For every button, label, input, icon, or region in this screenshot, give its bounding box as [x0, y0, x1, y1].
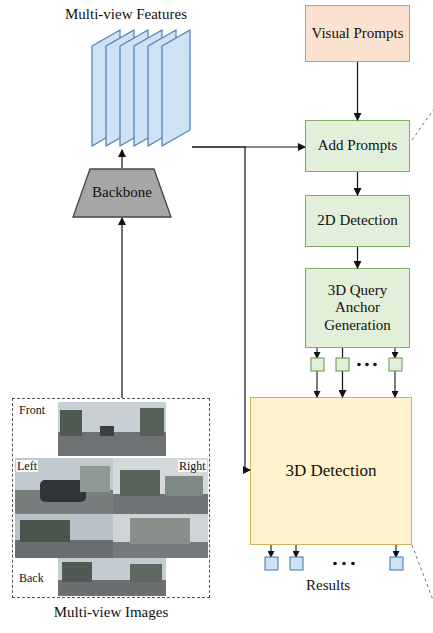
graphic-part [113, 542, 208, 558]
flow-arrow [357, 62, 358, 120]
graphic-part [60, 410, 82, 436]
graphic-part [311, 358, 324, 371]
graphic-part [80, 466, 110, 492]
heading-text: Multi-view Features [60, 6, 192, 23]
process-box: 3D Query Anchor Generation [305, 268, 410, 348]
zoom-line [412, 110, 433, 140]
photo-back-left [15, 514, 113, 558]
graphic-part [394, 348, 395, 358]
graphic-part [40, 480, 86, 502]
graphic-part [395, 545, 396, 557]
ellipsis-dots [357, 363, 377, 367]
view-label: Front [18, 404, 46, 416]
flow-arrow [121, 150, 122, 168]
graphic-part [373, 363, 377, 367]
graphic-part [390, 557, 403, 570]
graphic-part [130, 564, 162, 582]
graphic-part [62, 562, 92, 582]
output-label: Results [306, 578, 350, 593]
process-box: 2D Detection [305, 195, 410, 247]
query-tokens [317, 348, 395, 397]
photo-right [113, 458, 208, 514]
node-text: Visual Prompts [307, 25, 407, 42]
detection-box: 3D Detection [250, 397, 412, 545]
graphic-part [120, 470, 160, 496]
graphic-part [394, 371, 395, 397]
view-label: Back [18, 572, 45, 584]
graphic-part [316, 371, 317, 397]
graphic-part [342, 562, 346, 566]
graphic-part [336, 358, 349, 371]
graphic-part [113, 458, 208, 514]
query-squares [311, 358, 402, 371]
node-text: Add Prompts [314, 137, 402, 154]
view-label: Left [16, 460, 38, 472]
backbone-trapezoid: Backbone [72, 168, 172, 218]
node-text: 3D Query Anchor Generation [306, 282, 409, 334]
graphic-part [295, 545, 296, 557]
photo-back-right [113, 514, 208, 558]
graphic-part [58, 558, 166, 596]
graphic-part [140, 408, 164, 436]
trapezoid-shape [73, 169, 171, 217]
graphic-part [333, 562, 337, 566]
graphic-part [15, 458, 113, 514]
prompt-box: Visual Prompts [305, 5, 410, 62]
graphic-part [316, 348, 317, 358]
feature-stack-node: Multi-view Features [60, 6, 192, 150]
flow-arrow [192, 147, 250, 470]
flow-arrow [357, 247, 358, 268]
photo-back [58, 558, 166, 596]
graphic-part [113, 514, 208, 558]
graphic-part [270, 545, 271, 557]
feature-stack [92, 30, 190, 146]
graphic-part [265, 557, 278, 570]
view-label: Right [178, 460, 207, 472]
flow-arrow [342, 348, 343, 397]
graphic-part [357, 363, 361, 367]
graphic-part [100, 426, 114, 436]
graphic-part [162, 30, 190, 146]
camera-photos [15, 402, 208, 596]
process-box: Add Prompts [305, 120, 410, 172]
graphic-part [58, 402, 166, 456]
graphic-part [15, 514, 113, 558]
graphic-part [290, 557, 303, 570]
node-text: 2D Detection [313, 212, 401, 229]
ellipsis-dots [333, 562, 355, 566]
image-group: Multi-view Images [12, 398, 210, 598]
flow-arrow [121, 218, 122, 398]
graphic-part [165, 476, 203, 496]
heading-text: Multi-view Images [13, 604, 209, 621]
graphic-part [389, 358, 402, 371]
graphic-part [113, 494, 208, 514]
graphic-part [58, 580, 166, 596]
graphic-part [20, 520, 70, 542]
graphic-part [15, 540, 113, 558]
node-text: Backbone [88, 184, 156, 201]
graphic-part [365, 363, 369, 367]
result-squares [265, 557, 403, 570]
node-text: 3D Detection [281, 461, 380, 481]
flow-arrow [357, 172, 358, 195]
photo-front [58, 402, 166, 456]
graphic-part [130, 518, 190, 544]
result-arrows [271, 545, 396, 557]
graphic-part [351, 562, 355, 566]
photo-left [15, 458, 113, 514]
zoom-line [412, 545, 433, 600]
